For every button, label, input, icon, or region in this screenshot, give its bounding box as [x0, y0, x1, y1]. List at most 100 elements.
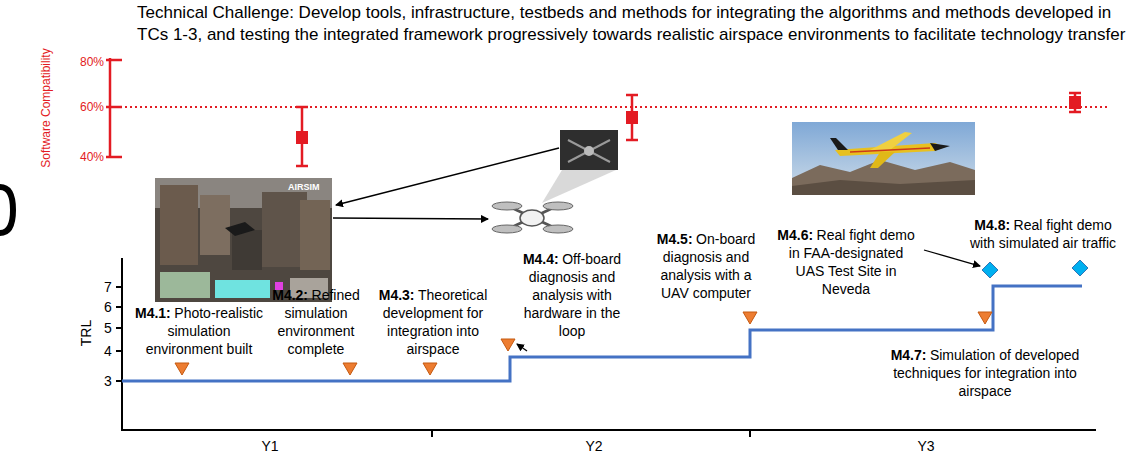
aircraft-photo [850, 148, 930, 152]
trl-axis [121, 258, 123, 430]
camera-inset [568, 140, 610, 162]
milestone-text: M4.7:Simulation of developed techniques … [890, 346, 1080, 400]
error-bar [1069, 111, 1081, 114]
axis-tick-label: 5 [104, 320, 112, 336]
error-bar [1069, 92, 1081, 95]
illustration-arrow [333, 218, 488, 219]
illustration-arrow [336, 148, 559, 205]
trl-axis [116, 380, 122, 382]
milestone-text: M4.4:Off-board diagnosis and analysis wi… [516, 250, 628, 340]
aircraft-photo [792, 122, 975, 195]
camera-inset [542, 130, 618, 203]
image-caption: AIRSIM [288, 182, 320, 192]
trl-axis [116, 350, 122, 352]
illustration-arrow [333, 148, 559, 219]
axis-tick-label: 7 [104, 279, 112, 295]
camera-inset [568, 140, 610, 162]
drone-illustration [543, 202, 573, 210]
target-line [110, 106, 1108, 108]
milestone-id: M4.8: [974, 217, 1010, 233]
compatibility-axis [106, 58, 122, 158]
demo-marker [982, 262, 998, 278]
error-bar [296, 106, 308, 109]
drone-illustration [510, 207, 555, 228]
error-bar [626, 139, 638, 142]
airsim-screenshot [225, 222, 255, 236]
milestone-marker [423, 363, 437, 375]
error-bar [296, 165, 308, 168]
milestone-text: M4.8:Real fight demo with simulated air … [968, 216, 1118, 252]
milestone-text: M4.2:Refined simulation environment comp… [268, 286, 364, 358]
axis-tick-label: 40% [80, 150, 104, 164]
drone-illustration [492, 202, 573, 233]
leader-line [517, 344, 527, 351]
demo-marker [1072, 260, 1088, 276]
drone-illustration [492, 225, 522, 233]
trl-axis [431, 430, 433, 437]
compatibility-axis [106, 106, 122, 109]
compatibility-axis [106, 59, 122, 62]
milestone-id: M4.6: [777, 227, 813, 243]
trl-axis [121, 429, 1096, 431]
compatibility-axis [106, 156, 122, 159]
axis-tick-label: 4 [104, 343, 112, 359]
aircraft-photo [792, 122, 975, 195]
axis-title: TRL [78, 320, 94, 346]
error-bar [626, 111, 638, 124]
airsim-screenshot [155, 178, 332, 302]
camera-inset [584, 146, 594, 156]
drone-illustration [492, 202, 522, 210]
airsim-screenshot [232, 230, 262, 270]
year-label: Y1 [262, 438, 279, 454]
error-bar [296, 131, 308, 144]
airsim-screenshot [155, 178, 332, 302]
cropped-glyph [0, 187, 13, 233]
airsim-screenshot [200, 195, 230, 255]
milestone-text: M4.3:Theoretical development for integra… [373, 286, 493, 358]
trl-axis [116, 306, 122, 308]
aircraft-photo [930, 143, 950, 151]
milestone-text: M4.5:On-board diagnosis and analysis wit… [652, 230, 760, 302]
aircraft-photo [792, 180, 975, 195]
milestone-id: M4.4: [523, 251, 559, 267]
cropped-glyph [0, 187, 13, 233]
milestone-marker [743, 312, 757, 324]
axis-title: Software Compatibility [38, 48, 52, 167]
milestone-text: M4.6:Real fight demo in FAA-designated U… [776, 226, 916, 298]
error-bar [626, 94, 638, 97]
trl-axis [116, 286, 122, 288]
aircraft-photo [830, 138, 848, 150]
drone-illustration [510, 207, 555, 228]
milestone-id: M4.7: [891, 347, 927, 363]
milestone-text: M4.1:Photo-realistic simulation environm… [131, 304, 267, 358]
airsim-screenshot [300, 200, 330, 270]
milestone-id: M4.5: [657, 231, 693, 247]
milestone-marker [175, 363, 189, 375]
airsim-screenshot [215, 280, 270, 298]
trl-axis [749, 430, 751, 437]
milestone-marker [978, 312, 992, 324]
axis-tick-label: 6 [104, 299, 112, 315]
drone-illustration [543, 225, 573, 233]
aircraft-photo [870, 152, 895, 168]
camera-inset [542, 170, 616, 203]
year-label: Y2 [586, 438, 603, 454]
camera-inset [560, 130, 618, 170]
error-bar [1069, 96, 1081, 109]
airsim-screenshot [160, 272, 210, 298]
drone-illustration [520, 210, 544, 226]
axis-tick-label: 80% [80, 55, 104, 69]
title-text: Technical Challenge: Develop tools, infr… [137, 2, 1137, 46]
demo-marker [982, 260, 1088, 278]
aircraft-photo [792, 160, 975, 195]
milestone-id: M4.1: [135, 305, 171, 321]
milestone-marker [343, 363, 357, 375]
milestone-id: M4.3: [379, 287, 415, 303]
axis-tick-label: 3 [104, 373, 112, 389]
milestone-id: M4.2: [272, 287, 308, 303]
trl-axis [116, 327, 122, 329]
milestone-marker [501, 339, 515, 351]
target-line [110, 107, 1108, 108]
aircraft-photo [870, 132, 912, 150]
airsim-screenshot [160, 185, 198, 265]
